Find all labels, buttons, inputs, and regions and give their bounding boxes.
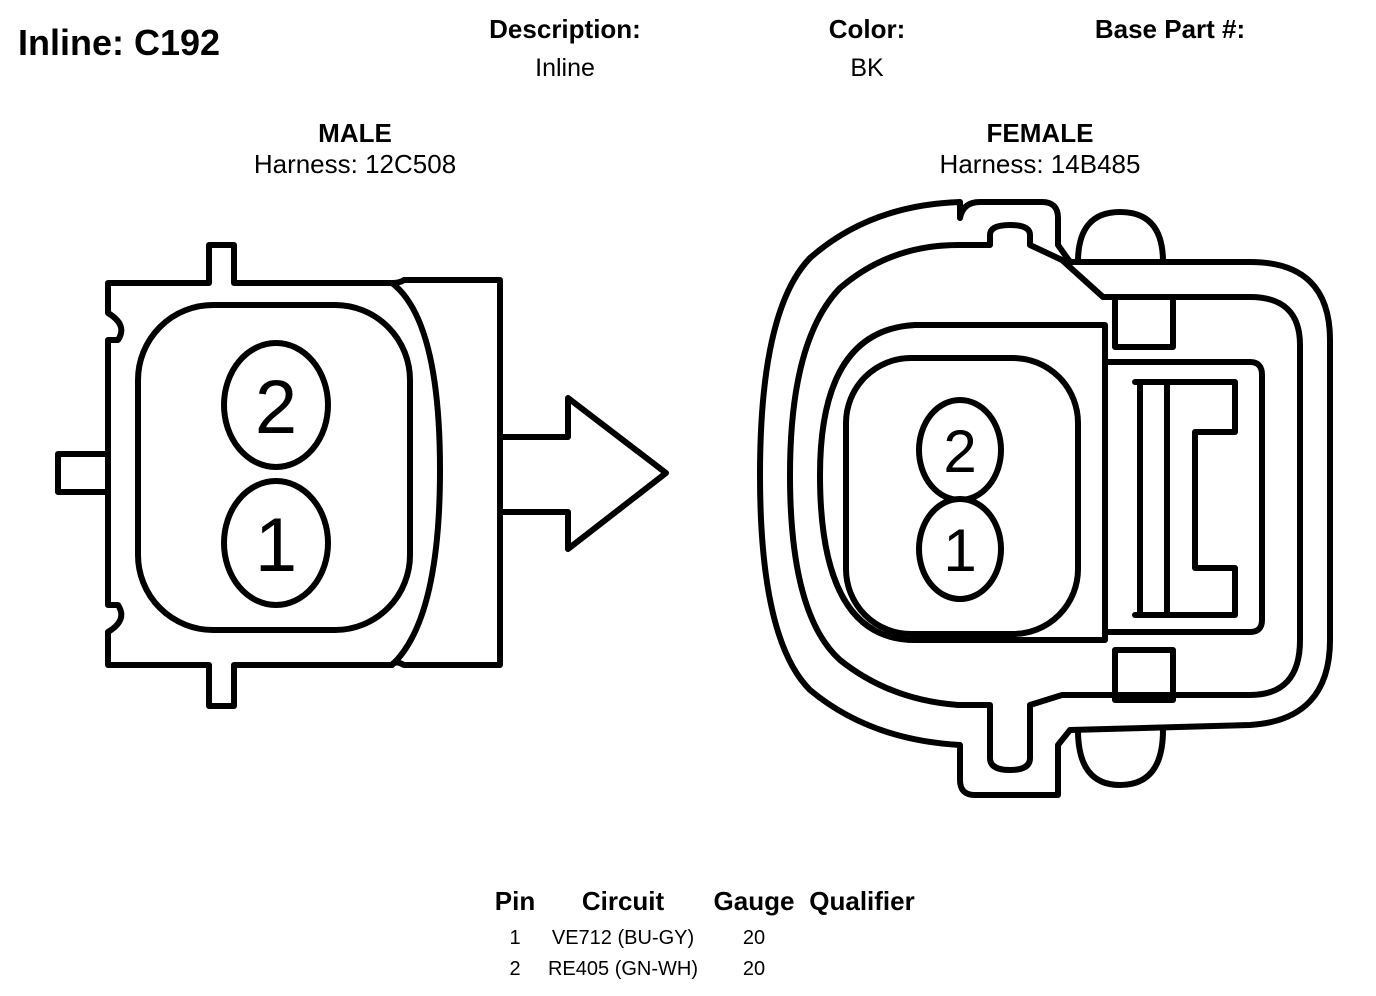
color-label: Color: (828, 14, 906, 44)
color-value: BK (850, 54, 884, 82)
table-row-2-gauge: 20 (743, 958, 765, 980)
female-pin-2-label: 2 (943, 418, 976, 485)
table-row-2-pin: 2 (509, 958, 520, 980)
female-latch-bar (1132, 379, 1238, 618)
female-pin-1-circle (916, 496, 1004, 602)
male-pin-2-label: 2 (255, 365, 297, 450)
female-cavity-ring (817, 322, 1108, 643)
connector-title: Inline: C192 (18, 22, 221, 63)
female-latch-frame (1102, 359, 1265, 635)
female-inner-housing (787, 222, 1303, 773)
female-bottom-bump (1075, 727, 1166, 788)
pin-table-header-gauge: Gauge (714, 886, 795, 916)
pin-table-header-circuit: Circuit (582, 886, 665, 916)
female-outer-housing (757, 199, 1333, 798)
male-harness: Harness: 12C508 (253, 149, 457, 179)
pin-table-header-pin: Pin (495, 886, 535, 916)
male-housing (105, 242, 503, 709)
male-label: MALE (318, 118, 392, 148)
description-value: Inline (535, 54, 595, 82)
male-latch-curve (389, 280, 443, 668)
table-row-1-circuit: VE712 (BU-GY) (552, 927, 694, 949)
female-cavity (843, 355, 1081, 637)
base-part-label: Base Part #: (1094, 14, 1246, 44)
table-row-2-circuit: RE405 (GN-WH) (548, 958, 698, 980)
direction-arrow (500, 395, 669, 552)
male-side-tab (55, 451, 111, 495)
female-bottom-slot (1112, 647, 1176, 703)
table-row-1-pin: 1 (509, 927, 520, 949)
table-row-1-gauge: 20 (743, 927, 765, 949)
female-label: FEMALE (986, 118, 1094, 148)
male-pin-1-circle (221, 478, 331, 608)
male-pin-2-circle (221, 340, 331, 470)
female-pin-1-label: 1 (943, 517, 976, 584)
description-label: Description: (489, 14, 641, 44)
male-pin-1-label: 1 (255, 503, 297, 588)
pin-table: Pin Circuit Gauge Qualifier 1 VE712 (BU-… (495, 886, 915, 980)
female-top-bump (1075, 209, 1166, 265)
pin-table-header-qualifier: Qualifier (809, 886, 914, 916)
female-harness: Harness: 14B485 (939, 149, 1141, 179)
male-cavity (135, 302, 413, 633)
female-top-slot (1112, 294, 1176, 350)
